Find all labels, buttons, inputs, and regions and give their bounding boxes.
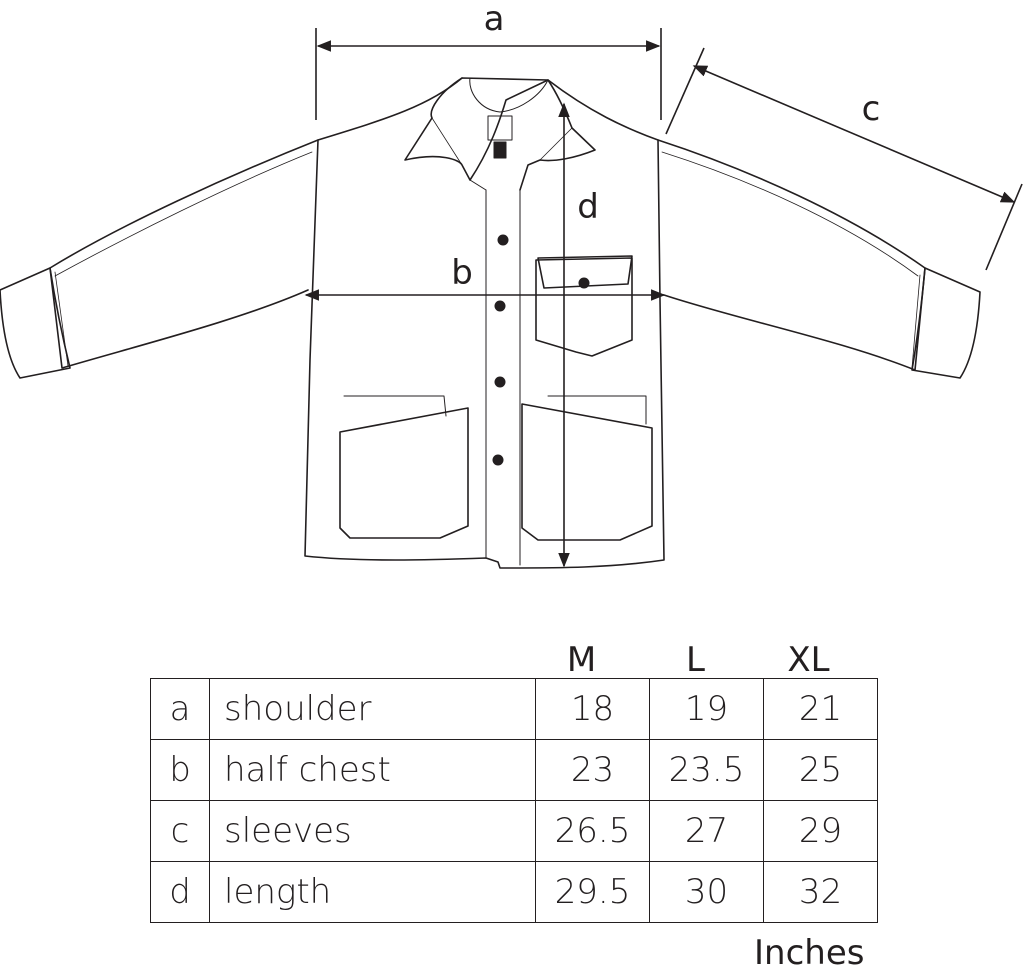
row-name: length xyxy=(209,861,536,923)
value-cell: 19 xyxy=(649,678,764,740)
left-sleeve-seam xyxy=(54,151,313,277)
measure-c-line xyxy=(692,65,1016,203)
value-cell: 26.5 xyxy=(535,800,650,862)
value-cell: 27 xyxy=(649,800,764,862)
button xyxy=(492,454,504,466)
chest-pocket-flap xyxy=(537,255,633,289)
buttons xyxy=(492,234,590,466)
right-cuff xyxy=(911,267,981,379)
lower-left-pocket xyxy=(339,407,469,539)
button xyxy=(497,234,509,246)
brand-label xyxy=(487,115,513,141)
size-header-l: L xyxy=(686,640,705,680)
button xyxy=(578,277,590,289)
value-cell: 30 xyxy=(649,861,764,923)
value-cell: 23.5 xyxy=(649,739,764,801)
right-sleeve xyxy=(657,139,926,371)
size-header-xl: XL xyxy=(787,640,830,680)
value-cell: 23 xyxy=(535,739,650,801)
lower-right-pocket xyxy=(521,403,653,541)
row-name: sleeves xyxy=(209,800,536,862)
row-name: shoulder xyxy=(209,678,536,740)
table-row: c sleeves 26.5 27 29 xyxy=(150,800,878,862)
row-name: half chest xyxy=(209,739,536,801)
unit-label: Inches xyxy=(754,933,865,973)
right-sleeve-seam xyxy=(661,151,919,277)
measure-d-label: d xyxy=(577,187,599,227)
jacket-body xyxy=(304,77,665,569)
table-row: a shoulder 18 19 21 xyxy=(150,678,878,740)
measurement-lines xyxy=(304,28,1023,568)
left-sleeve xyxy=(49,139,319,369)
jacket-illustration xyxy=(0,77,981,569)
table-row: d length 29.5 30 32 xyxy=(150,861,878,923)
measure-c-label: c xyxy=(862,89,881,129)
placket xyxy=(485,189,521,566)
row-key: b xyxy=(150,739,210,801)
jacket-diagram: a b c d xyxy=(0,0,1023,569)
measure-b-label: b xyxy=(451,253,473,293)
size-header-m: M xyxy=(566,640,597,680)
value-cell: 21 xyxy=(763,678,878,740)
button xyxy=(494,376,506,388)
size-table: a shoulder 18 19 21 b half chest 23 23.5… xyxy=(150,678,878,923)
table-row: b half chest 23 23.5 25 xyxy=(150,739,878,801)
row-key: d xyxy=(150,861,210,923)
value-cell: 32 xyxy=(763,861,878,923)
size-label xyxy=(493,141,507,159)
measure-a-label: a xyxy=(484,0,505,39)
row-key: c xyxy=(150,800,210,862)
row-key: a xyxy=(150,678,210,740)
value-cell: 29 xyxy=(763,800,878,862)
value-cell: 18 xyxy=(535,678,650,740)
chest-pocket xyxy=(535,257,633,357)
left-cuff xyxy=(0,267,71,379)
collar-inner xyxy=(469,77,549,113)
button xyxy=(494,300,506,312)
value-cell: 29.5 xyxy=(535,861,650,923)
value-cell: 25 xyxy=(763,739,878,801)
